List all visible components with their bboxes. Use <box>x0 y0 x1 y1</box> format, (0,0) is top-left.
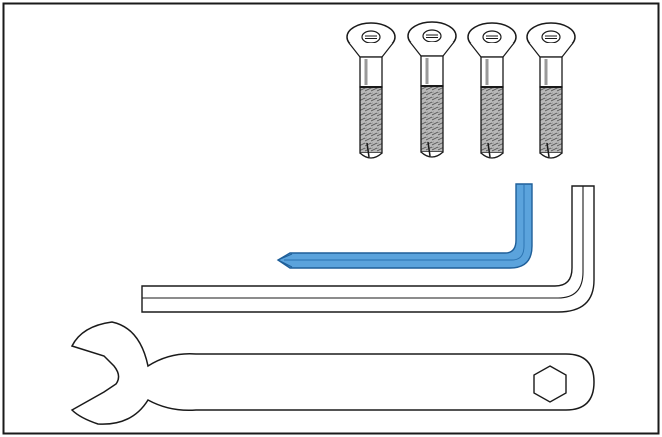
allen-key-large-icon <box>141 185 595 313</box>
allen-key-small-icon <box>276 183 533 269</box>
open-end-wrench-icon <box>70 321 595 425</box>
